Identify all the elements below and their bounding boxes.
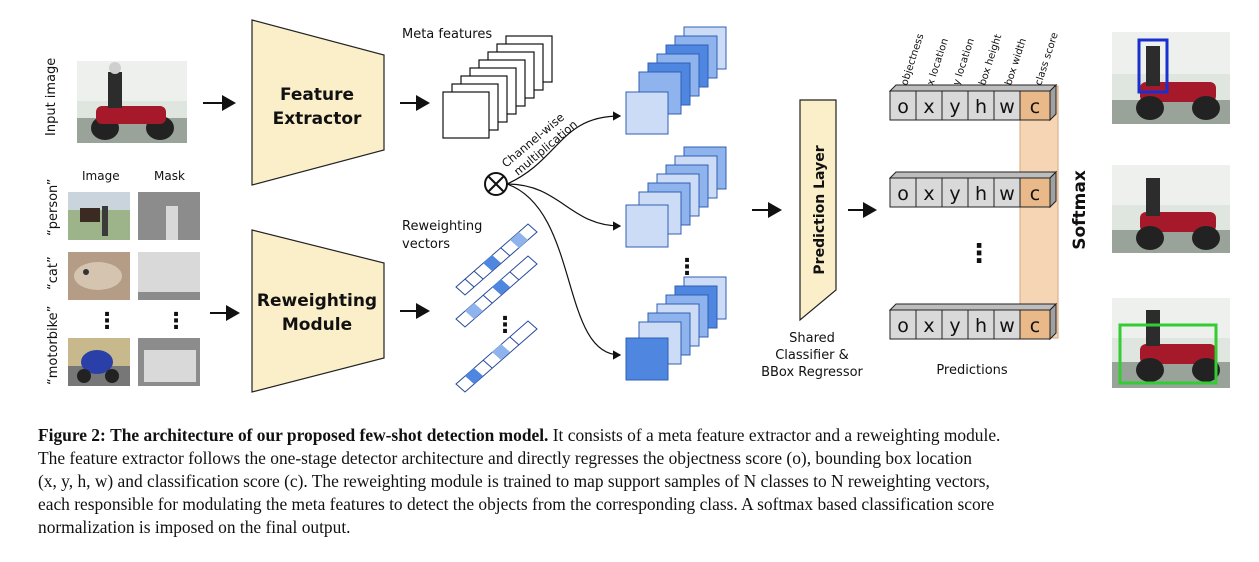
- reweighted-feature-stack-2: [625, 146, 727, 248]
- caption-line-1: It consists of a meta feature extractor …: [552, 425, 1001, 445]
- column-objectness: objectness: [899, 32, 926, 87]
- cell-w: w: [999, 183, 1015, 205]
- prediction-rows-dots: ⋮: [966, 239, 992, 269]
- figure-caption: Figure 2: The architecture of our propos…: [38, 424, 1238, 539]
- cell-o: o: [897, 183, 909, 205]
- column-y-location: y location: [951, 37, 977, 87]
- meta-features-stack: [442, 35, 553, 139]
- cell-x: x: [923, 96, 934, 118]
- cell-x: x: [923, 315, 934, 337]
- shared-label-1: Shared: [789, 331, 835, 346]
- cell-x: x: [923, 183, 934, 205]
- reweighting-vector-n: [455, 320, 538, 393]
- softmax-label: Softmax: [1070, 170, 1090, 250]
- reweighting-vectors-label-1: Reweighting: [402, 219, 482, 234]
- support-image-cat: [68, 252, 130, 300]
- prediction-row-2: o x y h w c: [888, 170, 1058, 209]
- class-label-person: “person”: [46, 179, 61, 236]
- predictions-label: Predictions: [936, 363, 1008, 378]
- cell-o: o: [897, 315, 909, 337]
- support-mask-cat: [138, 252, 200, 300]
- cell-y: y: [949, 96, 960, 118]
- class-label-cat: “cat”: [46, 256, 61, 290]
- input-image-label: Input image: [44, 58, 59, 136]
- support-dots-image: ⋮: [96, 309, 118, 334]
- curve-to-stack-3: [506, 183, 622, 360]
- cell-o: o: [897, 96, 909, 118]
- caption-label: Figure 2:: [38, 425, 106, 445]
- class-label-motorbike: “motorbike”: [46, 306, 61, 385]
- cell-c: c: [1030, 183, 1040, 205]
- shared-label-3: BBox Regressor: [761, 365, 863, 380]
- reweighting-vectors-label-2: vectors: [402, 237, 450, 252]
- reweighting-module: [251, 229, 385, 393]
- channel-multiply-icon: [484, 172, 508, 196]
- prediction-layer: [799, 99, 837, 322]
- support-mask-motorbike: [138, 338, 200, 386]
- feature-stack-dots: ⋮: [676, 255, 698, 280]
- reweighting-vector-1: [455, 223, 538, 296]
- meta-features-label: Meta features: [402, 27, 492, 42]
- cell-h: h: [975, 96, 987, 118]
- column-box-width: box width: [1003, 37, 1029, 87]
- cell-y: y: [949, 183, 960, 205]
- class-score-column-highlight: [1019, 85, 1059, 339]
- architecture-figure: Input image Image Mask “person” “cat” “m…: [44, 19, 1230, 393]
- column-box-height: box height: [977, 33, 1004, 87]
- reweighting-module-label-1: Reweighting: [257, 291, 377, 311]
- column-class-score: class score: [1033, 31, 1060, 87]
- feature-extractor-module: [251, 19, 385, 186]
- shared-label-2: Classifier &: [775, 348, 849, 363]
- cell-c: c: [1030, 96, 1040, 118]
- input-image: [77, 61, 187, 143]
- cell-h: h: [975, 183, 987, 205]
- output-image-person: [1112, 32, 1230, 124]
- column-x-location: x location: [925, 37, 951, 87]
- feature-extractor-label-1: Feature: [280, 85, 354, 105]
- prediction-row-1: o x y h w c: [888, 83, 1058, 122]
- image-column-label: Image: [82, 169, 120, 183]
- caption-line-5: normalization is imposed on the final ou…: [38, 517, 351, 537]
- output-image-motorbike: [1112, 298, 1230, 388]
- output-image-cat: [1112, 165, 1230, 253]
- support-image-motorbike: [68, 338, 130, 386]
- support-dots-mask: ⋮: [165, 309, 187, 334]
- support-image-person: [68, 192, 130, 240]
- cell-w: w: [999, 315, 1015, 337]
- curve-to-stack-1: [506, 111, 622, 185]
- caption-line-3: (x, y, h, w) and classification score (c…: [38, 471, 990, 491]
- reweighted-feature-stack-1: [625, 26, 727, 135]
- cell-c: c: [1030, 315, 1040, 337]
- mask-column-label: Mask: [154, 169, 185, 183]
- prediction-row-n: o x y h w c: [888, 302, 1058, 341]
- cell-w: w: [999, 96, 1015, 118]
- reweighting-vector-2: [455, 255, 538, 328]
- feature-extractor-label-2: Extractor: [273, 109, 362, 129]
- prediction-layer-label: Prediction Layer: [812, 145, 828, 274]
- curve-to-stack-2: [506, 183, 622, 231]
- caption-line-2: The feature extractor follows the one-st…: [38, 448, 972, 468]
- support-mask-person: [138, 192, 200, 240]
- cell-y: y: [949, 315, 960, 337]
- caption-line-4: each responsible for modulating the meta…: [38, 494, 995, 514]
- reweighting-vector-dots: ⋮: [494, 313, 516, 338]
- caption-title: The architecture of our proposed few-sho…: [110, 425, 549, 445]
- reweighted-feature-stack-n: [625, 276, 727, 381]
- cell-h: h: [975, 315, 987, 337]
- reweighting-module-label-2: Module: [282, 315, 352, 335]
